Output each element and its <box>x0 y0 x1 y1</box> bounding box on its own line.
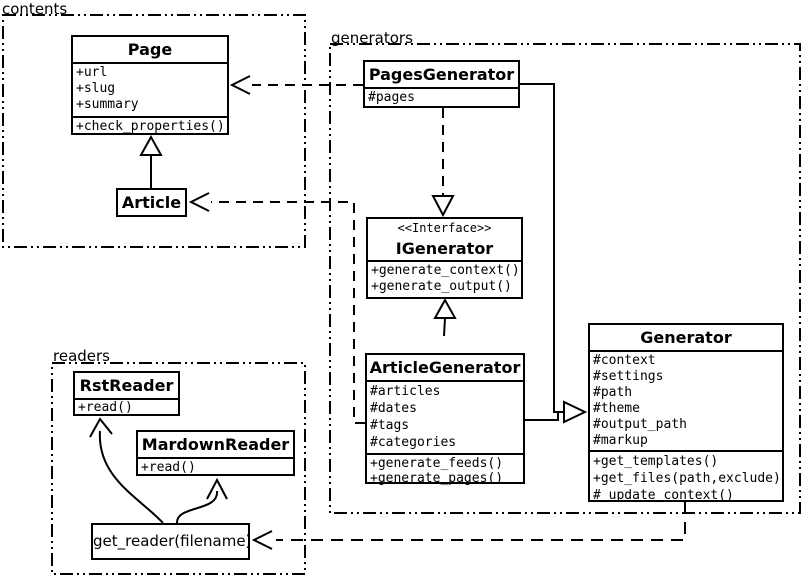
class-pagesgenerator: PagesGenerator #pages <box>363 60 520 108</box>
class-igenerator: <<Interface>> IGenerator +generate_conte… <box>366 217 523 299</box>
hollow-triangle-icon <box>563 400 588 424</box>
method: +generate_output() <box>371 279 512 294</box>
dependency-generator-to-getreader <box>251 502 686 550</box>
open-arrow-icon <box>251 530 273 550</box>
hollow-triangle-icon <box>139 134 163 156</box>
class-title: IGenerator <box>395 239 494 258</box>
generalization-article-to-page <box>139 134 163 188</box>
method: +generate_pages() <box>370 471 504 486</box>
method: +get_templates() <box>593 454 719 469</box>
attribute: +summary <box>76 97 139 112</box>
arrow-getreader-to-rstreader <box>89 417 164 524</box>
method: +generate_feeds() <box>370 456 504 471</box>
package-label-contents: contents <box>2 0 68 18</box>
attribute: #pages <box>368 90 415 105</box>
method: #_update_context() <box>593 488 734 503</box>
package-border-generators <box>329 43 801 514</box>
method: +read() <box>78 400 133 415</box>
attribute: #theme <box>593 401 640 416</box>
open-arrow-icon <box>89 417 113 438</box>
generalization-articlegenerator-to-generator <box>525 412 559 421</box>
attribute: #articles <box>370 384 441 399</box>
attribute: #path <box>593 385 633 400</box>
attribute: #context <box>593 353 656 368</box>
class-rstreader: RstReader +read() <box>73 371 180 416</box>
class-title: ArticleGenerator <box>367 355 523 382</box>
attribute: #settings <box>593 369 664 384</box>
attribute: +slug <box>76 81 116 96</box>
class-generator: Generator #context #settings #path #them… <box>588 323 784 503</box>
method: +generate_context() <box>371 263 520 278</box>
hollow-triangle-icon <box>433 297 457 319</box>
function-box-get-reader: get_reader(filename) <box>91 523 251 560</box>
stereotype-label: <<Interface>> <box>397 221 492 235</box>
attribute: #output_path <box>593 417 687 432</box>
package-label-generators: generators <box>331 29 413 47</box>
class-title: PagesGenerator <box>365 62 518 89</box>
class-article: Article <box>116 188 187 217</box>
class-title: Page <box>73 37 227 64</box>
class-articlegenerator: ArticleGenerator #articles #dates #tags … <box>365 353 525 486</box>
hollow-triangle-icon <box>431 195 455 218</box>
attribute: #categories <box>370 435 457 450</box>
package-border-contents <box>2 14 306 248</box>
class-title: RstReader <box>75 373 178 400</box>
class-title: Article <box>121 193 182 212</box>
open-arrow-icon <box>229 75 251 95</box>
method: +read() <box>141 460 196 475</box>
generalization-articlegenerator-to-igenerator <box>433 297 457 337</box>
method: +check_properties() <box>76 119 225 134</box>
open-arrow-icon <box>206 477 228 500</box>
class-page: Page +url +slug +summary +check_properti… <box>71 35 229 135</box>
open-arrow-icon <box>188 192 210 212</box>
class-title: MardownReader <box>138 432 293 459</box>
attribute: #markup <box>593 433 648 448</box>
attribute: #dates <box>370 401 417 416</box>
arrow-getreader-to-mardownreader <box>175 477 228 524</box>
package-border-readers <box>51 362 306 575</box>
package-label-readers: readers <box>53 347 110 365</box>
dependency-pagesgenerator-to-page <box>229 75 363 95</box>
class-mardownreader: MardownReader +read() <box>136 430 295 476</box>
attribute: +url <box>76 65 108 80</box>
realization-pagesgenerator-to-igenerator <box>431 108 455 218</box>
attribute: #tags <box>370 418 410 433</box>
dependency-articlegenerator-to-article <box>188 192 365 424</box>
method: +get_files(path,exclude) <box>593 471 781 486</box>
class-title: Generator <box>590 325 782 352</box>
generalization-pagesgenerator-to-generator <box>520 83 588 424</box>
